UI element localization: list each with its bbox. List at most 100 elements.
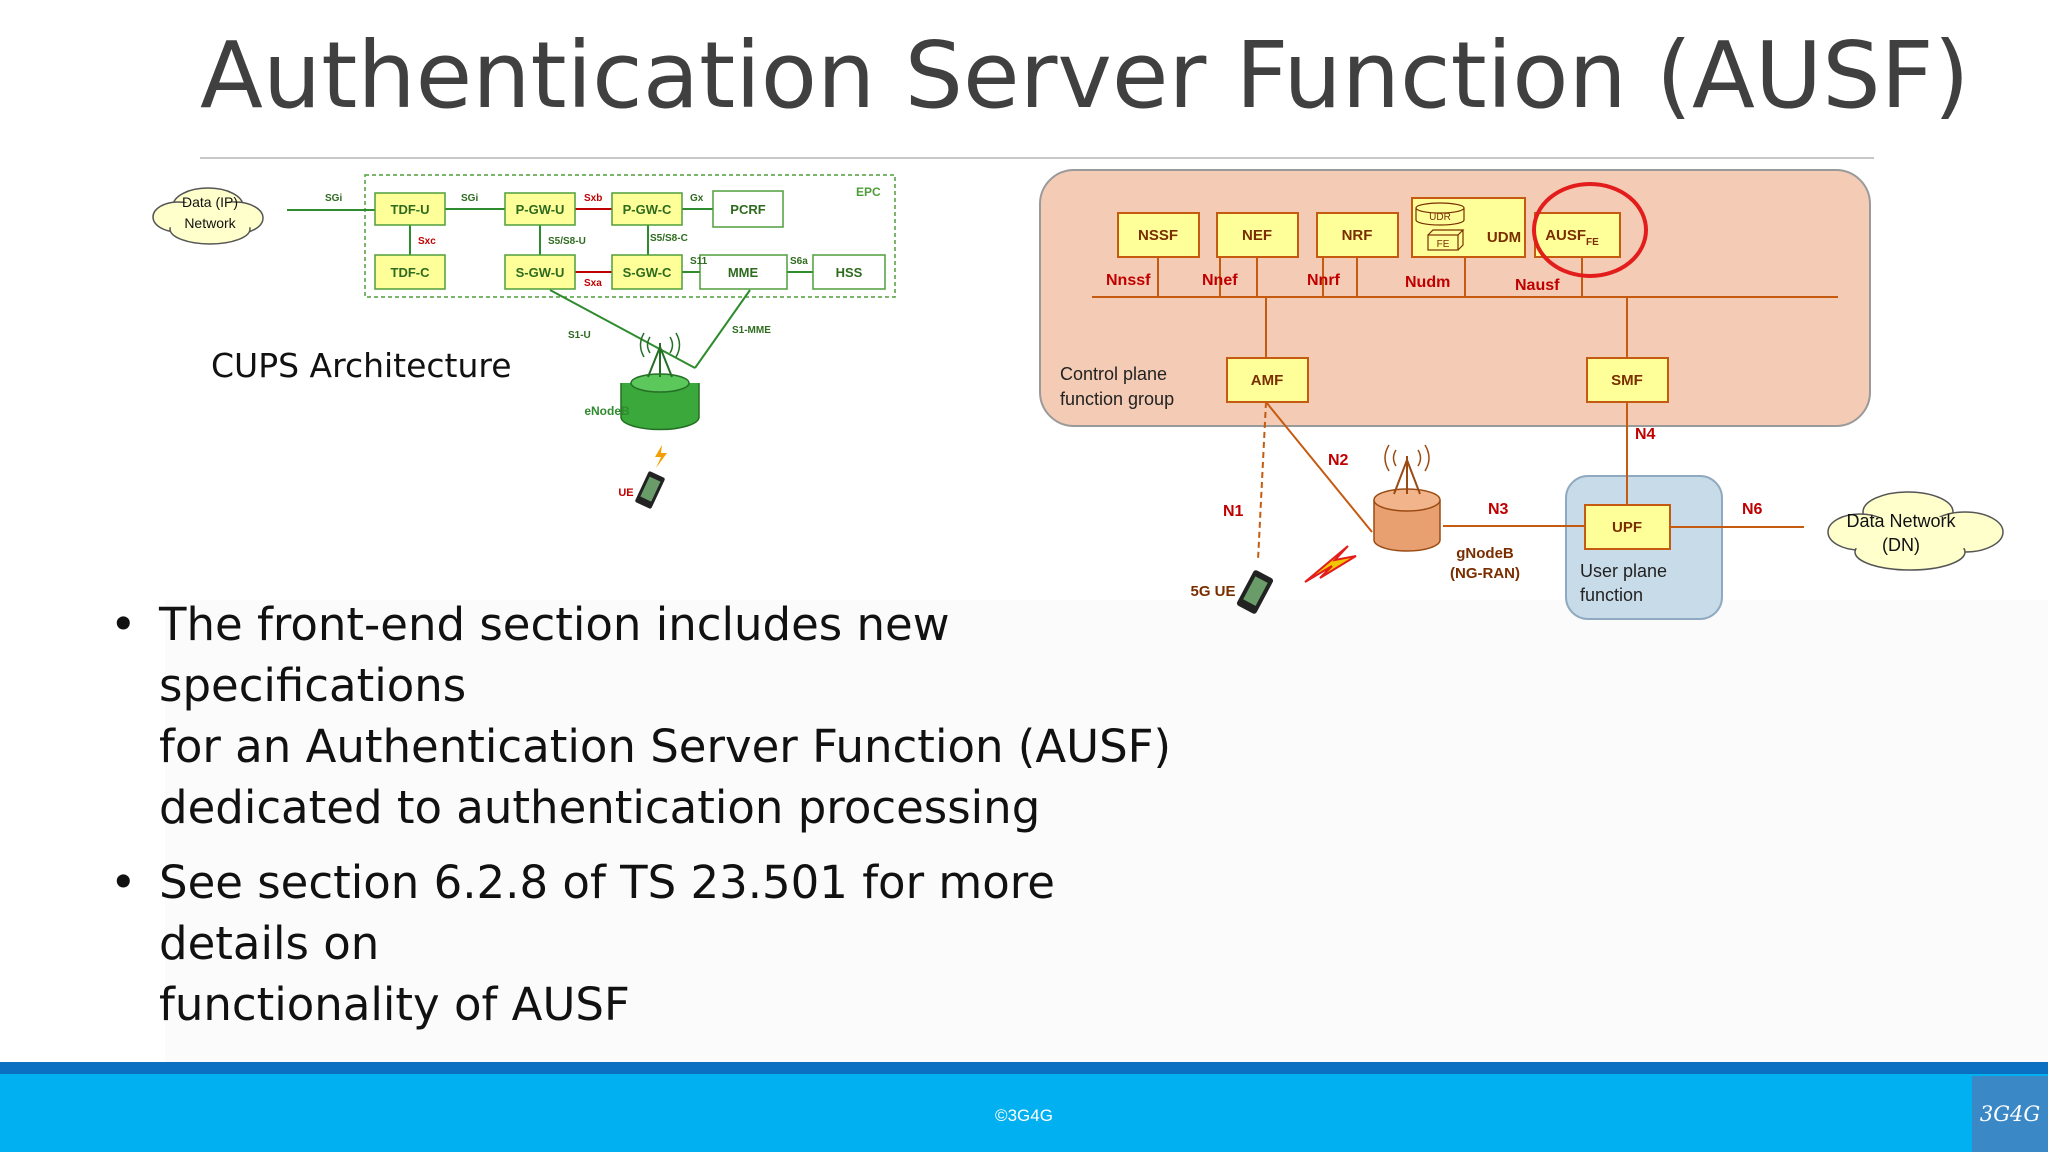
bullet-list: • The front-end section includes new spe… — [110, 594, 1210, 1049]
gnodeb-line-1: gNodeB — [1456, 545, 1514, 562]
epc-boundary — [364, 174, 896, 298]
cp-group-line-2: function group — [1060, 389, 1174, 409]
cups-ue-phone-icon — [635, 471, 665, 509]
data-network-cloud: Data Network (DN) — [1827, 491, 2004, 571]
tdf-u-label: TDF-U — [391, 202, 430, 217]
iface-sgi-inner: SGi — [461, 193, 478, 204]
bullet-marker: • — [110, 598, 137, 651]
nssf-label: NSSF — [1138, 227, 1178, 244]
sbi-nnrf: Nnrf — [1307, 272, 1341, 289]
pcrf-node — [712, 190, 784, 228]
cloud-line-1: Data (IP) — [182, 194, 238, 210]
n6-label: N6 — [1742, 501, 1763, 518]
bullet-2-line-1: See section 6.2.8 of TS 23.501 for more … — [159, 856, 1055, 970]
udm-label: UDM — [1487, 229, 1521, 246]
pgw-c-label: P-GW-C — [623, 202, 672, 217]
5g-ue-label: 5G UE — [1190, 583, 1235, 600]
3g4g-logo: 3G4G — [1972, 1076, 2048, 1152]
n1-label: N1 — [1223, 503, 1244, 520]
bullet-item: • The front-end section includes new spe… — [110, 594, 1210, 838]
sbi-nnef: Nnef — [1202, 272, 1238, 289]
sbi-nnssf: Nnssf — [1106, 272, 1151, 289]
mme-label: MME — [728, 265, 759, 280]
iface-s5s8u: S5/S8-U — [548, 236, 586, 247]
amf-label: AMF — [1251, 372, 1284, 389]
bullet-item: • See section 6.2.8 of TS 23.501 for mor… — [110, 852, 1210, 1035]
iface-sxc: Sxc — [418, 236, 436, 247]
n1-link — [1257, 401, 1267, 561]
5g-ue-phone-icon — [1236, 570, 1274, 614]
ausf-highlight-circle — [1532, 182, 1648, 278]
smf-label: SMF — [1611, 372, 1643, 389]
ausf-subscript: FE — [1586, 237, 1599, 248]
n2-label: N2 — [1328, 452, 1349, 469]
amf-node — [1226, 357, 1309, 403]
nef-label: NEF — [1242, 227, 1272, 244]
bullet-2-line-2: functionality of AUSF — [159, 978, 630, 1031]
sgw-u-label: S-GW-U — [516, 265, 565, 280]
upf-node — [1584, 504, 1671, 550]
cups-architecture-diagram: EPC Data (IP) Network TDF-U TDF-C P-GW-U — [152, 174, 896, 509]
gnodeb-icon — [1373, 444, 1441, 552]
tdf-c-label: TDF-C — [391, 265, 431, 280]
sgw-c-node — [611, 254, 683, 290]
up-function-line-2: function — [1580, 585, 1643, 605]
cp-group-line-1: Control plane — [1060, 364, 1167, 384]
pcrf-label: PCRF — [730, 202, 765, 217]
hss-node — [812, 254, 886, 290]
bullet-1-line-1: The front-end section includes new speci… — [159, 598, 950, 712]
tdf-u-node — [374, 192, 446, 226]
bullet-1-line-3: dedicated to authentication processing — [159, 781, 1041, 834]
iface-s11: S11 — [690, 256, 708, 267]
iface-s1u: S1-U — [568, 330, 591, 341]
slide-title: Authentication Server Function (AUSF) — [200, 22, 1970, 129]
data-ip-network-cloud: Data (IP) Network — [152, 187, 264, 245]
pgw-u-node — [504, 192, 576, 226]
fe-label: FE — [1437, 239, 1450, 250]
iface-s5s8c: S5/S8-C — [650, 233, 688, 244]
5g-architecture-diagram: NSSF NEF NRF UDM AUSFFE UDR FE Nnssf Nne… — [1039, 169, 2004, 620]
fe-box: FE — [1427, 229, 1465, 251]
footer-band — [0, 1062, 2048, 1074]
tdf-c-node — [374, 254, 446, 290]
footer-bar — [0, 1074, 2048, 1152]
gnodeb-line-2: (NG-RAN) — [1450, 565, 1520, 582]
bullet-1-line-2: for an Authentication Server Function (A… — [159, 720, 1172, 773]
ausf-node — [1534, 212, 1621, 258]
iface-sgi-outer: SGi — [325, 193, 342, 204]
cups-lightning-icon — [655, 445, 667, 468]
bullet-marker: • — [110, 856, 137, 909]
smf-node — [1586, 357, 1669, 403]
footer-copyright: ©3G4G — [995, 1106, 1053, 1125]
iface-sxa: Sxa — [584, 278, 602, 289]
iface-s1mme: S1-MME — [732, 325, 771, 336]
nrf-label: NRF — [1342, 227, 1373, 244]
n3-label: N3 — [1488, 501, 1509, 518]
content-background — [165, 600, 2048, 1062]
cups-caption: CUPS Architecture — [211, 346, 512, 385]
sgw-u-node — [504, 254, 576, 290]
enodeb-icon — [620, 332, 700, 431]
udr-cylinder: UDR — [1415, 202, 1465, 226]
dn-line-2: (DN) — [1882, 535, 1920, 555]
epc-label: EPC — [856, 185, 881, 199]
iface-s6a: S6a — [790, 256, 808, 267]
iface-sxb: Sxb — [584, 193, 602, 204]
pgw-c-node — [611, 192, 683, 226]
hss-label: HSS — [836, 265, 863, 280]
nssf-node — [1117, 212, 1200, 258]
iface-gx: Gx — [690, 193, 704, 204]
nef-node — [1216, 212, 1299, 258]
n4-label: N4 — [1635, 426, 1656, 443]
upf-label: UPF — [1612, 519, 1642, 536]
sgw-c-label: S-GW-C — [623, 265, 672, 280]
sbi-nudm: Nudm — [1405, 274, 1450, 291]
pgw-u-label: P-GW-U — [516, 202, 565, 217]
cups-ue-label: UE — [618, 487, 633, 499]
udr-label: UDR — [1429, 212, 1451, 223]
dn-line-1: Data Network — [1846, 511, 1956, 531]
enodeb-label: eNodeB — [584, 404, 630, 418]
sbi-nausf: Nausf — [1515, 277, 1560, 294]
mme-node — [699, 254, 788, 290]
5g-lightning-icon — [1304, 545, 1357, 583]
